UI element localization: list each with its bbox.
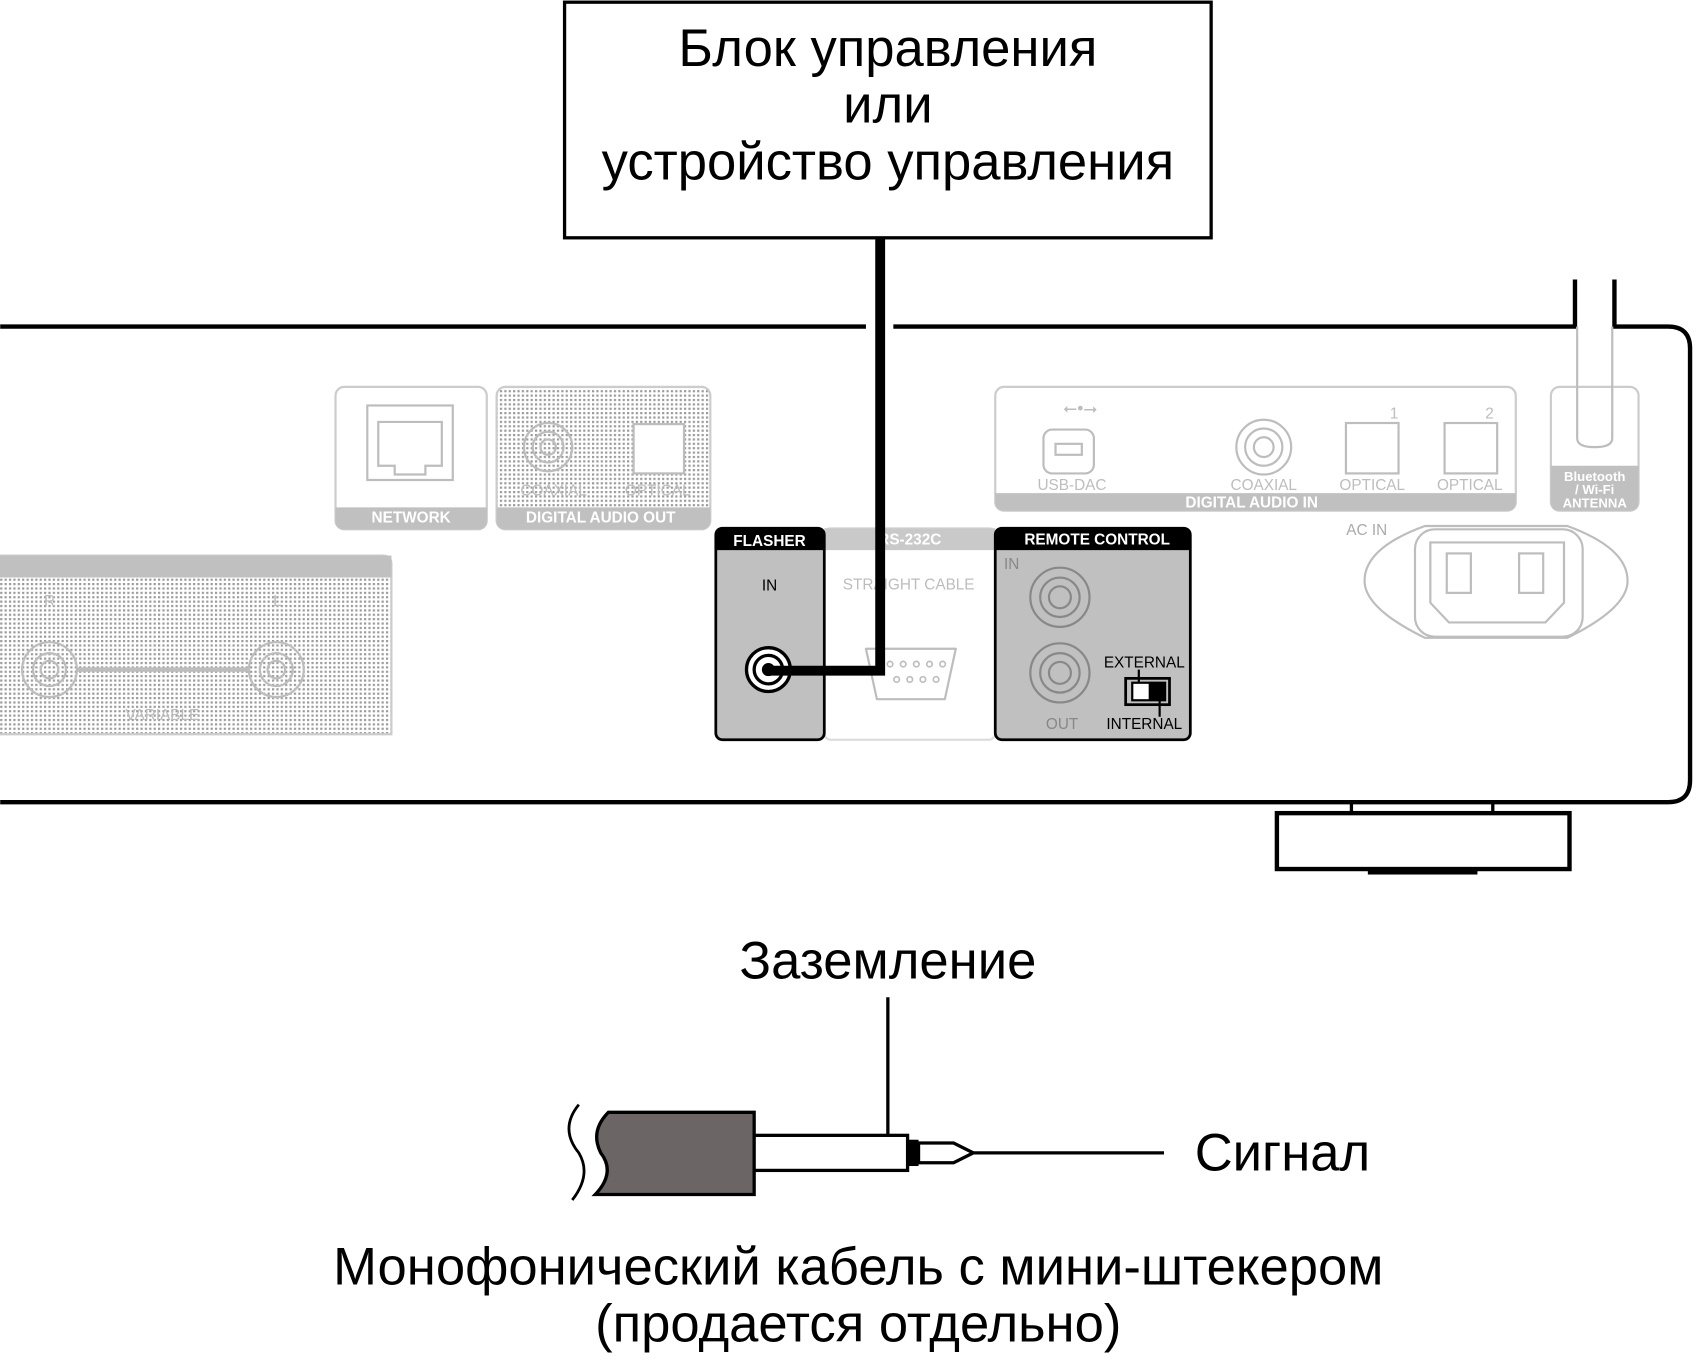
coaxial-out-label: COAXIAL	[520, 482, 587, 499]
network-port: NETWORK	[334, 385, 488, 531]
plug-sleeve	[752, 1133, 910, 1173]
antenna-panel: Bluetooth / Wi-Fi ANTENNA	[1549, 326, 1640, 512]
rs232c-label: RS-232C	[878, 532, 941, 549]
network-label: NETWORK	[372, 510, 451, 527]
remote-in-label: IN	[1004, 556, 1019, 573]
remote-out-label: OUT	[1046, 716, 1079, 733]
usb-icon: ⭠•⭢	[1063, 398, 1097, 418]
device-foot	[1274, 810, 1572, 872]
device-rear-panel: NETWORK COAXIAL OPTICAL DIGITAL AUDIO OU…	[0, 237, 1693, 875]
r-label: R	[44, 593, 55, 610]
optical-1-number: 1	[1390, 406, 1399, 423]
remote-control-panel: REMOTE CONTROL IN OUT EXTERNAL INTERNAL	[993, 526, 1192, 742]
ac-in-label: AC IN	[1346, 522, 1387, 539]
control-box-line1: Блок управления	[678, 19, 1097, 78]
external-label: EXTERNAL	[1104, 654, 1185, 671]
external-internal-switch[interactable]	[1124, 669, 1171, 717]
control-box-line2: или	[843, 76, 932, 135]
flasher-in-label: IN	[762, 578, 777, 595]
remote-control-label: REMOTE CONTROL	[1024, 532, 1170, 549]
internal-label: INTERNAL	[1106, 716, 1182, 733]
plug-caption-1: Монофонический кабель с мини-штекером	[333, 1237, 1383, 1296]
straight-cable-label: STRAIGHT CABLE	[843, 577, 975, 594]
plug-body	[591, 1110, 756, 1197]
analog-out-panel: R L VARIABLE	[0, 554, 393, 736]
flasher-label: FLASHER	[733, 533, 805, 550]
antenna-label-3: ANTENNA	[1563, 495, 1628, 510]
plug-tip	[916, 1141, 978, 1165]
antenna-label-2: / Wi-Fi	[1575, 482, 1614, 497]
optical-in-2-label: OPTICAL	[1437, 477, 1503, 494]
optical-out-label: OPTICAL	[625, 482, 691, 499]
ac-inlet: AC IN	[1346, 522, 1629, 639]
rs232c-panel: RS-232C STRAIGHT CABLE	[823, 527, 997, 741]
control-box-line3: устройство управления	[602, 133, 1174, 192]
l-label: L	[273, 593, 282, 610]
ground-label: Заземление	[739, 932, 1036, 991]
plug-caption-2: (продается отдельно)	[595, 1294, 1121, 1353]
coaxial-in-label: COAXIAL	[1231, 477, 1298, 494]
antenna-label-1: Bluetooth	[1564, 469, 1625, 484]
digital-audio-out-label: DIGITAL AUDIO OUT	[526, 510, 676, 527]
usb-dac-label: USB-DAC	[1037, 477, 1106, 494]
flasher-in-jack[interactable]: FLASHER IN	[714, 526, 826, 742]
digital-audio-out-panel: COAXIAL OPTICAL DIGITAL AUDIO OUT	[495, 385, 712, 531]
digital-audio-in-panel: ⭠•⭢ 1 2 USB-DAC COAXIAL OPTICAL OPTICAL …	[994, 385, 1517, 512]
signal-label: Сигнал	[1195, 1123, 1371, 1182]
digital-audio-in-label: DIGITAL AUDIO IN	[1185, 494, 1318, 511]
optical-in-1-label: OPTICAL	[1339, 477, 1405, 494]
control-cable	[768, 237, 886, 676]
optical-2-number: 2	[1485, 406, 1494, 423]
control-device-box: Блок управления или устройство управлени…	[562, 0, 1213, 240]
variable-label: VARIABLE	[125, 707, 199, 724]
mono-mini-plug-illustration: Заземление Сигнал Монофонический кабель …	[333, 932, 1383, 1354]
